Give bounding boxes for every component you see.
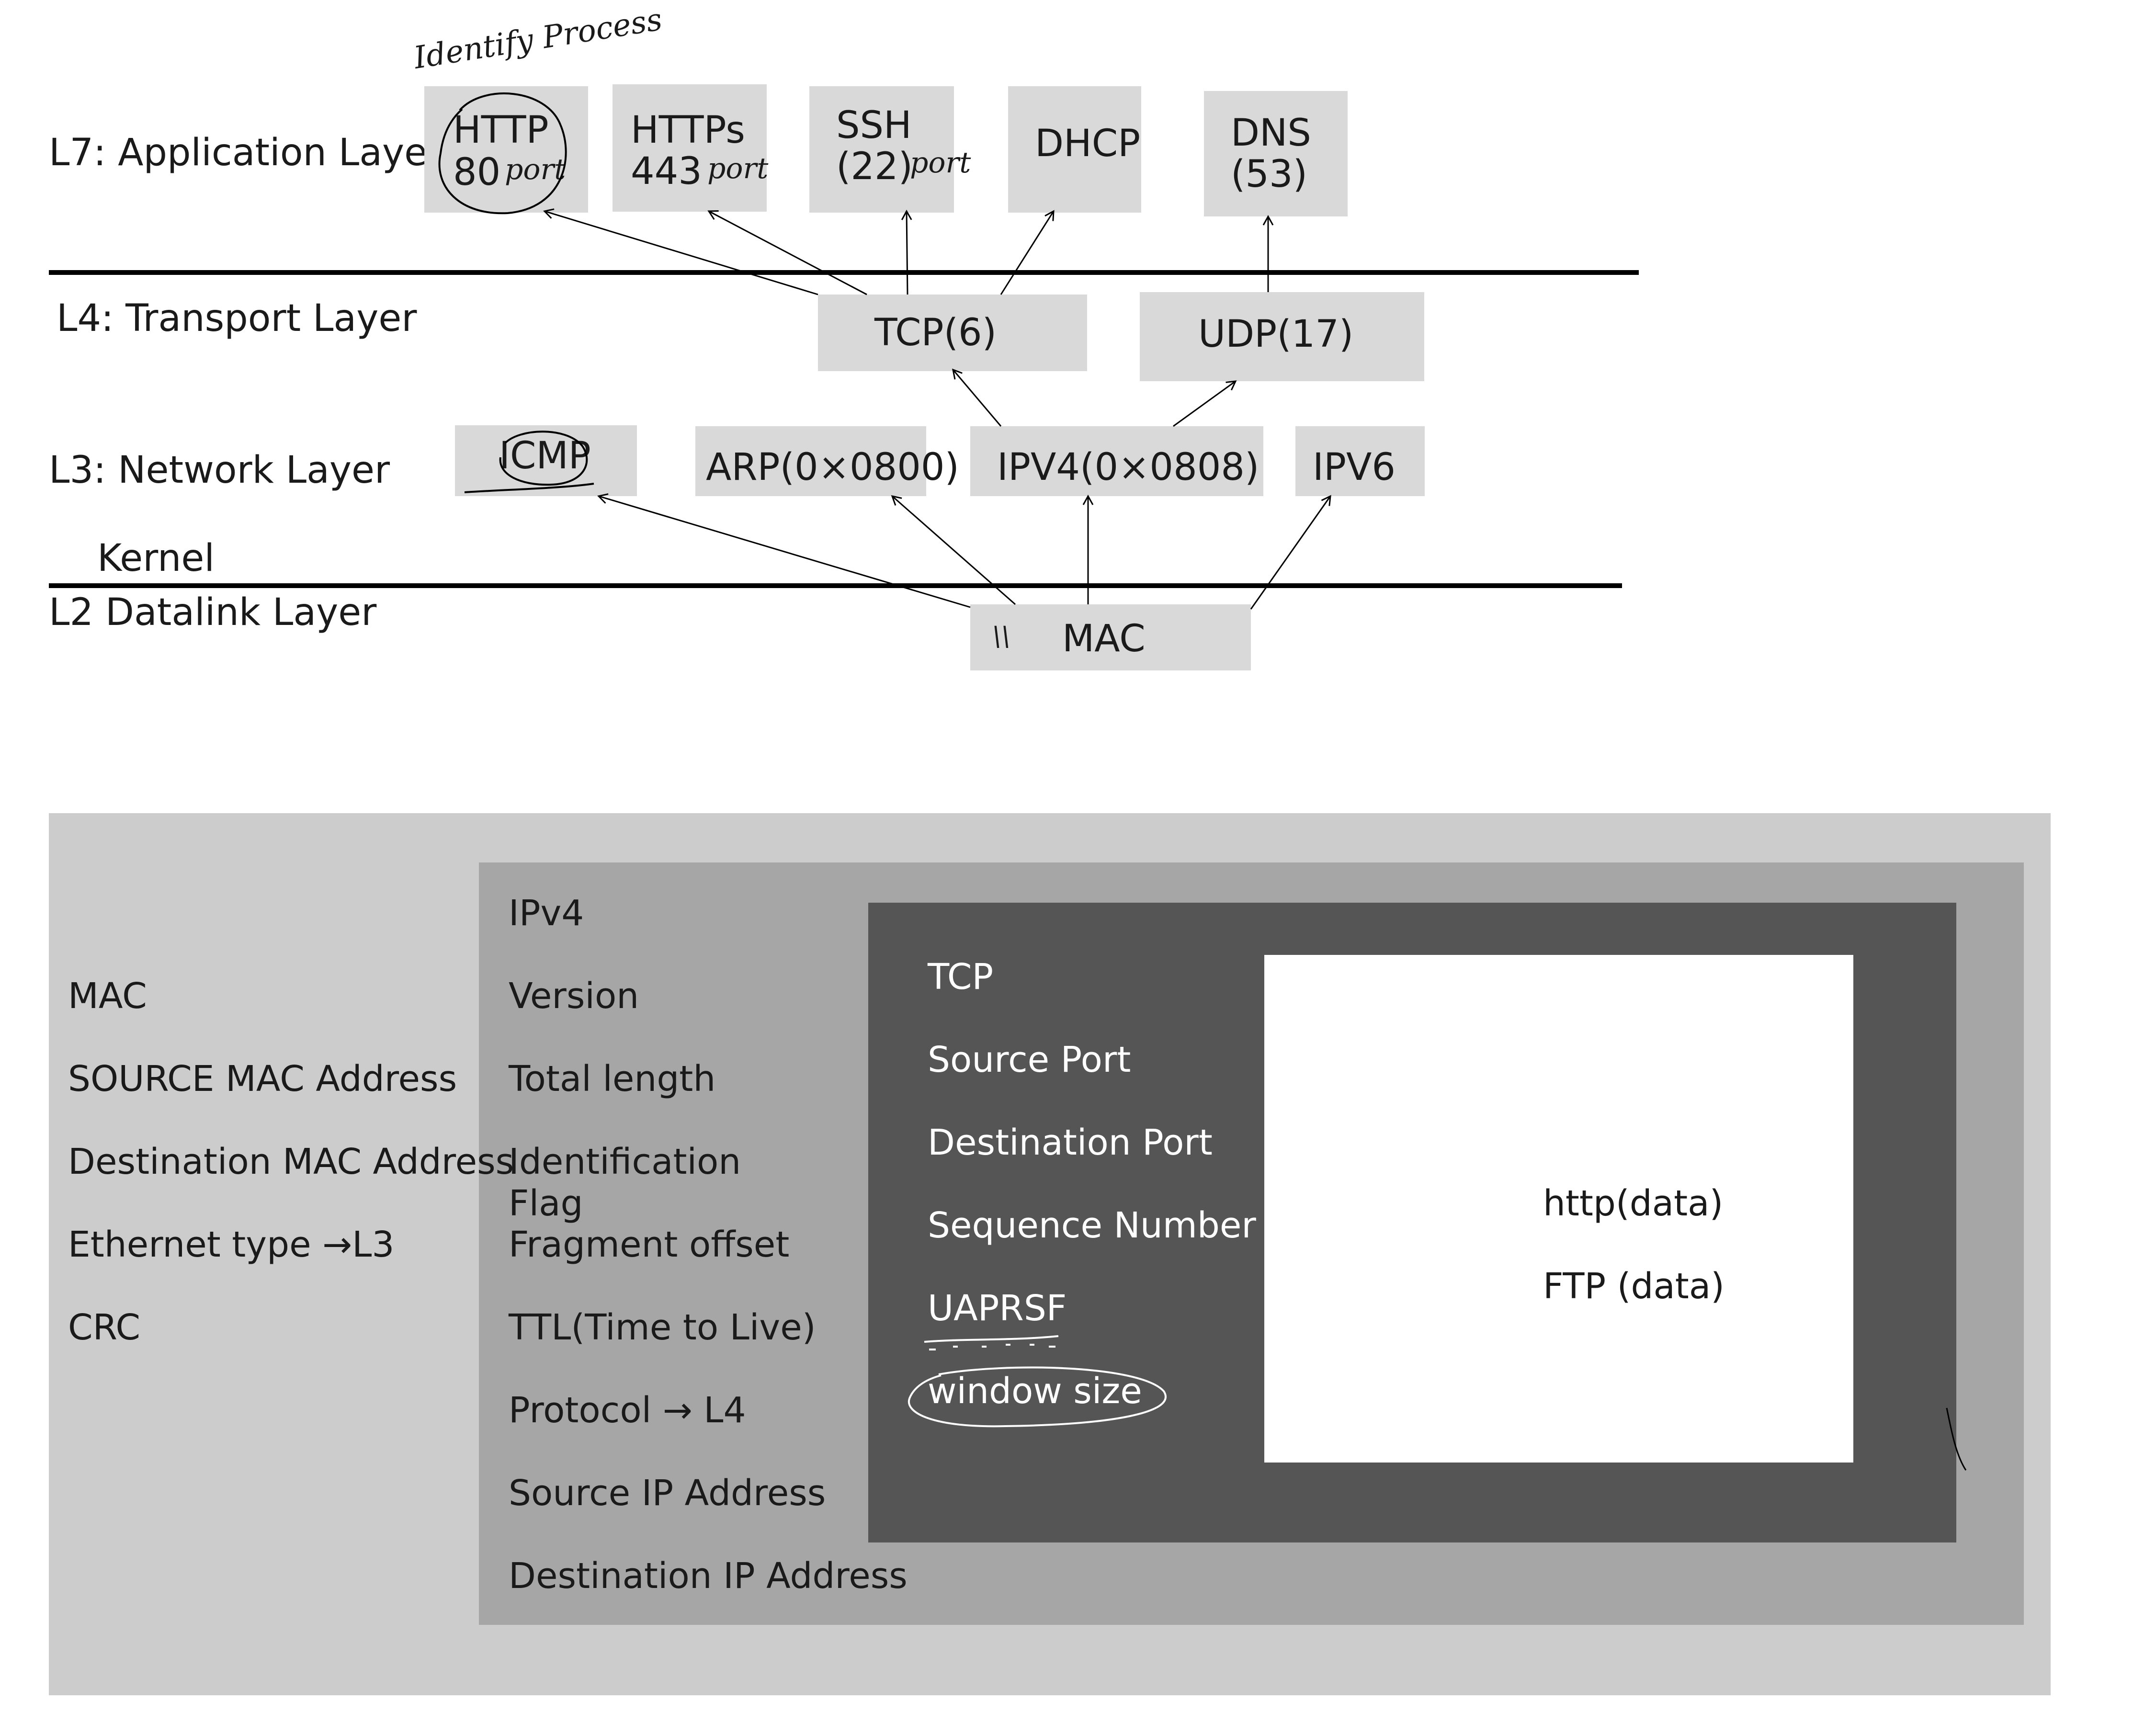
ipv4-field-destination-ip: Destination IP Address — [509, 1555, 908, 1597]
divider-kernel-l2 — [49, 583, 1622, 588]
tcp-field-window-size: window size — [928, 1371, 1142, 1412]
http-circle-annotation — [438, 92, 567, 215]
ipv4-field-fragment-offset: Fragment offset — [509, 1224, 790, 1265]
layer-label-l4: L4: Transport Layer — [57, 297, 417, 340]
tcp-field-sequence-number: Sequence Number — [928, 1205, 1256, 1246]
ipv4-field-source-ip: Source IP Address — [509, 1473, 826, 1514]
ipv4-field-total-length: Total length — [509, 1058, 716, 1100]
udp-label: UDP(17) — [1198, 313, 1354, 356]
box-icmp: ICMP — [455, 425, 637, 496]
box-ipv4: IPV4(0×0808) — [970, 426, 1263, 496]
flags-dots-annotation — [929, 1344, 1055, 1350]
box-dhcp: DHCP — [1008, 86, 1141, 213]
stray-pen-mark — [1946, 1407, 1967, 1471]
flags-underline-annotation — [924, 1335, 1059, 1343]
box-https: HTTPs 443 port — [613, 84, 769, 212]
tcp-field-source-port: Source Port — [928, 1039, 1131, 1080]
https-port-number: 443 — [631, 150, 702, 193]
tcp-field-flags: UAPRSF — [928, 1288, 1067, 1329]
ipv4-field-flag: Flag — [509, 1183, 583, 1224]
arrow-tcp-ssh — [901, 209, 912, 295]
ssh-port-note: port — [910, 146, 971, 180]
ipv4-field-version: Version — [509, 975, 639, 1017]
mac-field-destination: Destination MAC Address — [68, 1141, 514, 1182]
tcp-title: TCP — [928, 956, 994, 998]
mac-field-ethertype: Ethernet type →L3 — [68, 1224, 395, 1265]
dns-label: DNS — [1231, 112, 1311, 155]
ipv4-field-protocol: Protocol → L4 — [509, 1390, 746, 1431]
mac-hand-marks: \\ — [992, 621, 1010, 652]
mac-field-title: MAC — [68, 975, 147, 1017]
layer-label-kernel: Kernel — [97, 537, 215, 580]
https-port-note: port — [707, 152, 769, 185]
layer-label-l3: L3: Network Layer — [49, 449, 390, 492]
box-mac: \\ MAC — [970, 604, 1251, 670]
divider-l7-l4 — [49, 270, 1639, 275]
window-size-circle-annotation — [908, 1366, 1167, 1428]
http-label: HTTP — [453, 109, 549, 152]
https-label: HTTPs — [631, 109, 745, 152]
mac-field-crc: CRC — [68, 1307, 141, 1348]
arrow-ipv4-tcp — [952, 368, 1002, 427]
data-field-http: http(data) — [1543, 1183, 1724, 1224]
box-http: HTTP 80 port — [424, 86, 588, 213]
dns-port-number: (53) — [1231, 153, 1308, 196]
tcp-label: TCP(6) — [874, 311, 997, 354]
icmp-label: ICMP — [499, 434, 591, 477]
box-ssh: SSH (22) port — [809, 86, 971, 213]
arrow-tcp-http — [543, 208, 818, 295]
ipv4-field-identification: Identification — [509, 1141, 741, 1182]
ipv6-label: IPV6 — [1313, 446, 1396, 489]
ssh-port-number: (22) — [836, 145, 913, 188]
http-port-note: port — [505, 153, 566, 186]
arp-label: ARP(0×0800) — [706, 446, 959, 489]
ipv4-field-ttl: TTL(Time to Live) — [509, 1307, 816, 1348]
box-tcp: TCP(6) — [818, 295, 1087, 371]
arrow-tcp-https — [707, 210, 867, 295]
ssh-label: SSH — [836, 104, 912, 147]
box-dns: DNS (53) — [1204, 91, 1348, 216]
box-ipv6: IPV6 — [1295, 426, 1425, 496]
arrow-mac-ipv6 — [1250, 495, 1331, 610]
packet-frame-data — [1264, 955, 1853, 1463]
box-arp: ARP(0×0800) — [695, 426, 959, 496]
arrow-mac-arp — [891, 495, 1016, 605]
arrow-ipv4-udp — [1173, 380, 1237, 427]
ipv4-label: IPV4(0×0808) — [997, 446, 1260, 489]
icmp-underline-annotation — [464, 483, 594, 493]
ipv4-title: IPv4 — [509, 893, 584, 934]
mac-label: MAC — [1062, 617, 1146, 660]
icmp-circle-annotation — [499, 431, 588, 486]
tcp-field-destination-port: Destination Port — [928, 1122, 1213, 1163]
box-udp: UDP(17) — [1140, 292, 1424, 381]
arrow-tcp-dhcp — [1000, 210, 1055, 295]
layer-label-l7: L7: Application Layer — [49, 131, 443, 174]
dhcp-label: DHCP — [1035, 122, 1141, 165]
arrow-mac-icmp — [597, 493, 971, 608]
layer-label-l2: L2 Datalink Layer — [49, 591, 377, 634]
data-field-ftp: FTP (data) — [1543, 1266, 1725, 1307]
mac-field-source: SOURCE MAC Address — [68, 1058, 457, 1100]
http-port-number: 80 — [453, 151, 501, 194]
